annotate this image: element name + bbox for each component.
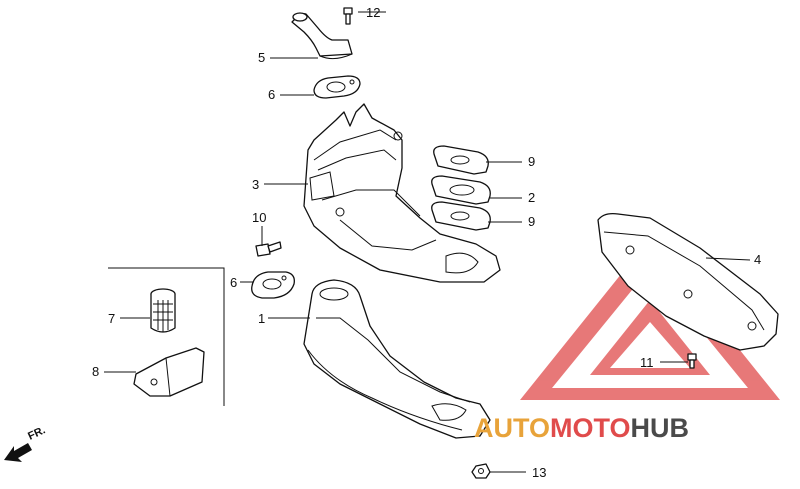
watermark-auto: AUTO xyxy=(474,413,550,443)
screw-11 xyxy=(687,353,697,369)
callout-1: 1 xyxy=(258,311,265,326)
callout-7: 7 xyxy=(108,311,115,326)
group-bracket xyxy=(108,267,225,406)
direction-label: FR. xyxy=(26,424,47,442)
upper-cover xyxy=(303,103,501,283)
callout-6-top: 6 xyxy=(268,87,275,102)
leader-lines xyxy=(104,11,751,473)
callout-4: 4 xyxy=(754,252,761,267)
callout-5: 5 xyxy=(258,50,265,65)
svg-text:AUTOMOTOHUB: AUTOMOTOHUB xyxy=(474,413,689,443)
bracket-plate xyxy=(133,347,205,397)
bolt-10 xyxy=(255,241,282,257)
side-cover xyxy=(597,212,779,351)
callout-9-top: 9 xyxy=(528,154,535,169)
callout-6-lower: 6 xyxy=(230,275,237,290)
callout-10: 10 xyxy=(252,210,266,225)
watermark-logo: AUTOMOTOHUB xyxy=(474,413,689,443)
lower-cover xyxy=(303,279,491,439)
callout-3: 3 xyxy=(252,177,259,192)
callout-2: 2 xyxy=(528,190,535,205)
plate-9-top xyxy=(433,145,489,175)
callout-11: 11 xyxy=(640,355,654,370)
callout-labels: 12 5 6 9 3 2 9 10 4 6 7 1 11 8 13 xyxy=(92,5,761,480)
plate-2 xyxy=(431,175,491,205)
plate-9-bottom xyxy=(431,201,491,231)
callout-9-bottom: 9 xyxy=(528,214,535,229)
breather-tube xyxy=(291,12,353,60)
front-direction-arrow: FR. xyxy=(4,424,47,462)
gasket-6-top xyxy=(313,75,361,99)
gasket-6-lower xyxy=(251,271,295,299)
watermark-triangle xyxy=(520,238,780,400)
callout-8: 8 xyxy=(92,364,99,379)
watermark-moto: MOTO xyxy=(550,413,631,443)
bolt-12 xyxy=(343,7,353,25)
strainer xyxy=(150,288,176,333)
callout-12: 12 xyxy=(366,5,380,20)
callout-13: 13 xyxy=(532,465,546,480)
watermark-hub: HUB xyxy=(631,413,690,443)
nut-13 xyxy=(471,463,491,479)
